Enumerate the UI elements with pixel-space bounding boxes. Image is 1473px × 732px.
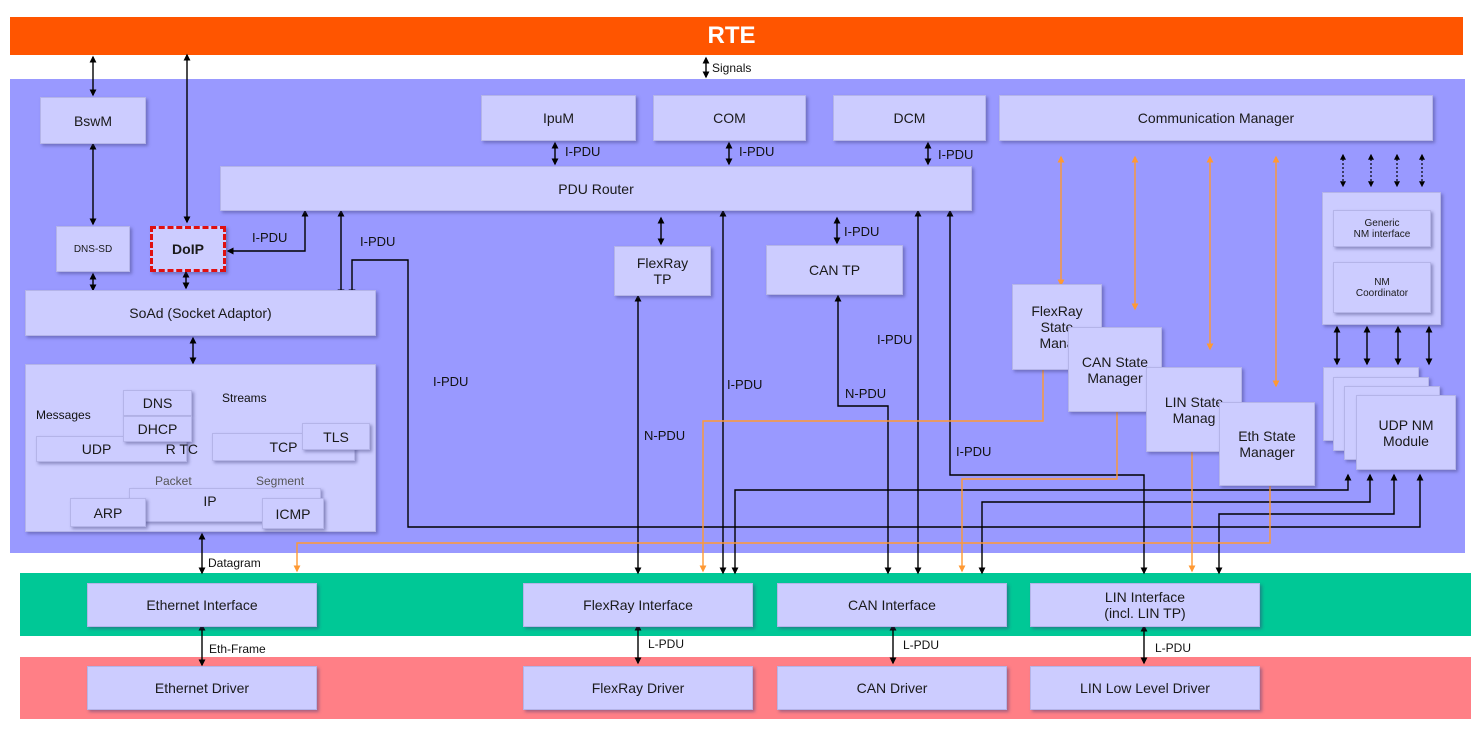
soad-module[interactable]: SoAd (Socket Adaptor) xyxy=(25,290,376,336)
communication-manager-module[interactable]: Communication Manager xyxy=(999,95,1433,141)
lpdu-label-can: L-PDU xyxy=(903,638,940,652)
flexray-state-manager-label: FlexRay State Mana xyxy=(1031,303,1083,351)
pdu-router-module[interactable]: PDU Router xyxy=(220,166,972,211)
can-state-manager-label: CAN State Manager xyxy=(1081,353,1149,386)
udp-nm-module[interactable]: UDP NM Module xyxy=(1356,395,1456,470)
icmp-module[interactable]: ICMP xyxy=(262,498,324,529)
lin-driver[interactable]: LIN Low Level Driver xyxy=(1030,666,1260,710)
ethernet-interface[interactable]: Ethernet Interface xyxy=(87,583,317,627)
ipdu-label-can-if: I-PDU xyxy=(877,332,913,347)
dns-sd-module[interactable]: DNS-SD xyxy=(56,226,130,272)
lin-interface-label: LIN Interface (incl. LIN TP) xyxy=(1104,589,1186,621)
com-module[interactable]: COM xyxy=(653,95,806,141)
rte-layer xyxy=(10,17,1463,55)
dcm-module[interactable]: DCM xyxy=(833,95,986,141)
nm-coordinator-label: NM Coordinator xyxy=(1355,276,1409,299)
eth-state-manager[interactable]: Eth State Manager xyxy=(1219,402,1315,486)
lin-state-manager-label: LIN State Manag xyxy=(1164,393,1224,426)
signals-label: Signals xyxy=(712,61,752,75)
packet-label: Packet xyxy=(155,474,192,488)
ethernet-driver[interactable]: Ethernet Driver xyxy=(87,666,317,710)
eth-frame-label: Eth-Frame xyxy=(209,642,266,656)
lpdu-label-flexray: L-PDU xyxy=(648,637,685,651)
rte-title: RTE xyxy=(707,22,756,49)
eth-state-manager-label: Eth State Manager xyxy=(1238,428,1296,460)
datagram-label: Datagram xyxy=(208,556,261,570)
messages-label: Messages xyxy=(36,408,91,422)
flexray-tp-module[interactable]: FlexRay TP xyxy=(614,246,711,296)
generic-nm-interface-label: Generic NM interface xyxy=(1353,217,1411,240)
dns-module[interactable]: DNS xyxy=(123,390,192,416)
ipdu-label-loop: I-PDU xyxy=(433,374,469,389)
segment-label: Segment xyxy=(256,474,305,488)
nm-coordinator[interactable]: NM Coordinator xyxy=(1333,262,1431,313)
flexray-tp-label: FlexRay TP xyxy=(636,255,689,287)
ipdu-label-ipdum: I-PDU xyxy=(565,144,601,159)
ipdu-label-soad: I-PDU xyxy=(360,234,396,249)
udp-nm-module-label: UDP NM Module xyxy=(1378,416,1434,449)
npdu-label-can: N-PDU xyxy=(845,386,887,401)
can-driver[interactable]: CAN Driver xyxy=(777,666,1007,710)
ipdu-label-lin-if: I-PDU xyxy=(956,444,992,459)
npdu-label-flexray: N-PDU xyxy=(644,428,686,443)
lin-interface[interactable]: LIN Interface (incl. LIN TP) xyxy=(1030,583,1260,627)
ipdu-label-fr-if: I-PDU xyxy=(727,377,763,392)
flexray-driver[interactable]: FlexRay Driver xyxy=(523,666,753,710)
can-tp-module[interactable]: CAN TP xyxy=(766,245,903,295)
bswm-module[interactable]: BswM xyxy=(40,97,146,144)
arp-module[interactable]: ARP xyxy=(70,498,146,527)
ipdu-label-doip: I-PDU xyxy=(252,230,288,245)
lpdu-label-lin: L-PDU xyxy=(1155,641,1192,655)
ipdu-label-com: I-PDU xyxy=(739,144,775,159)
doip-module[interactable]: DoIP xyxy=(150,226,226,272)
dhcp-module[interactable]: DHCP xyxy=(123,416,192,442)
can-interface[interactable]: CAN Interface xyxy=(777,583,1007,627)
tls-module[interactable]: TLS xyxy=(302,423,370,450)
streams-label: Streams xyxy=(222,391,267,405)
udp-tail-label: R TC xyxy=(165,441,198,457)
ipdu-label-cantp: I-PDU xyxy=(844,224,880,239)
flexray-interface[interactable]: FlexRay Interface xyxy=(523,583,753,627)
ipdu-label-dcm: I-PDU xyxy=(938,147,974,162)
generic-nm-interface[interactable]: Generic NM interface xyxy=(1333,210,1431,247)
ipdum-module[interactable]: IpuM xyxy=(481,95,636,141)
udp-label: UDP xyxy=(81,441,112,457)
ip-label: IP xyxy=(203,493,217,509)
